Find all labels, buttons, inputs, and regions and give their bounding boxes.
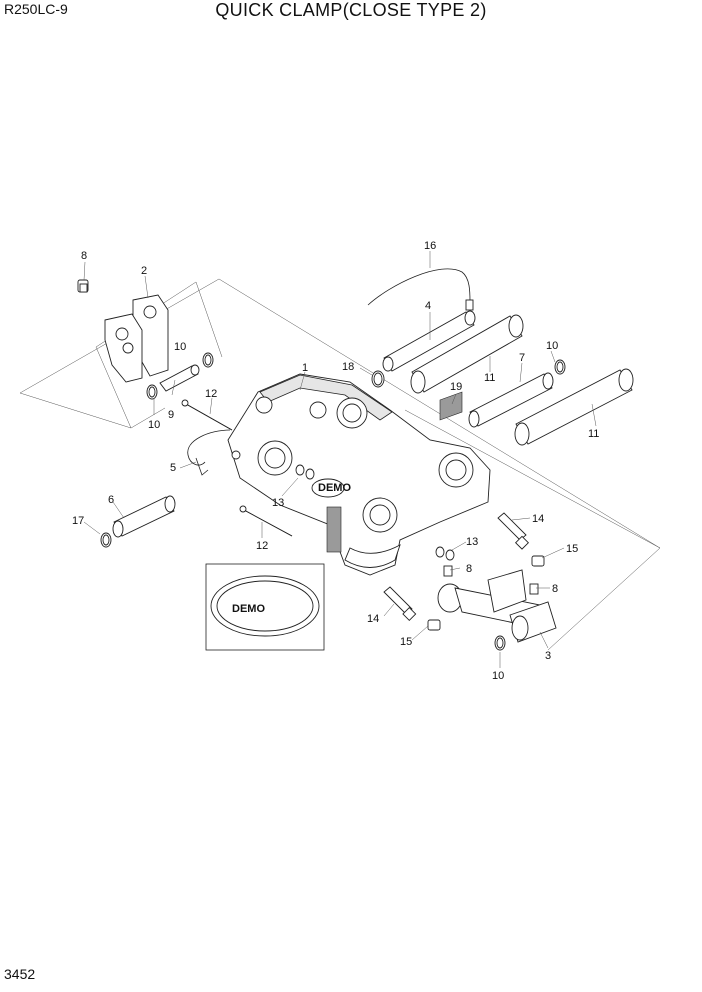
callout-13-a: 13 xyxy=(272,497,284,509)
callout-8-b: 8 xyxy=(466,563,472,575)
washer-13-a xyxy=(295,464,315,480)
callout-4: 4 xyxy=(425,300,431,312)
ring-10-d xyxy=(494,635,506,651)
hook-plates-2 xyxy=(104,294,169,383)
callout-11-b: 11 xyxy=(588,428,599,440)
cylinder-3 xyxy=(437,569,557,643)
callout-8-a: 8 xyxy=(81,250,87,262)
pin-7 xyxy=(468,372,554,428)
cylinder-rod-4 xyxy=(382,310,476,372)
callout-6: 6 xyxy=(108,494,114,506)
pin-9 xyxy=(159,364,200,392)
fitting-15-b xyxy=(427,619,441,631)
body-logo: DEMO xyxy=(311,478,351,498)
page-title: QUICK CLAMP(CLOSE TYPE 2) xyxy=(215,0,487,20)
ring-17 xyxy=(100,532,112,548)
wire-clip-5 xyxy=(187,429,231,476)
bolt-14-b xyxy=(383,586,417,622)
cable-16 xyxy=(367,268,474,311)
leader-lines xyxy=(83,251,597,668)
ring-10-b xyxy=(146,384,158,400)
logo-detail-box: DEMO xyxy=(205,563,325,651)
grease-nipple-8-c xyxy=(529,583,539,595)
fitting-15-a xyxy=(531,555,545,567)
callout-13-b: 13 xyxy=(466,536,478,548)
logo-detail-text: DEMO xyxy=(232,603,265,615)
callout-1: 1 xyxy=(302,362,308,374)
large-pin-11-a xyxy=(410,314,524,394)
bolt-12-b xyxy=(239,505,293,537)
callout-17: 17 xyxy=(72,515,84,527)
svg-text:DEMO: DEMO xyxy=(318,482,351,494)
callout-14-a: 14 xyxy=(532,513,544,525)
callout-2: 2 xyxy=(141,265,147,277)
callout-10-d: 10 xyxy=(492,670,504,682)
callout-10-b: 10 xyxy=(148,419,160,431)
large-pin-11-b xyxy=(514,368,634,446)
bolt-12-a xyxy=(181,399,233,431)
callout-10-a: 10 xyxy=(174,341,186,353)
callout-15-a: 15 xyxy=(566,543,578,555)
callout-16: 16 xyxy=(424,240,436,252)
callout-18: 18 xyxy=(342,361,354,373)
pin-6 xyxy=(112,495,176,538)
callout-10-c: 10 xyxy=(546,340,558,352)
ring-10-c xyxy=(554,359,566,375)
main-body-1 xyxy=(227,373,491,576)
callout-labels: 1 2 3 4 5 6 7 8 8 8 9 10 10 10 10 11 11 … xyxy=(72,240,599,682)
callout-12-b: 12 xyxy=(256,540,268,552)
callout-3: 3 xyxy=(545,650,551,662)
model-label: R250LC-9 xyxy=(4,1,68,17)
grease-nipple-8-b xyxy=(443,565,453,577)
ring-10-a xyxy=(202,352,214,368)
page-number: 3452 xyxy=(4,966,36,982)
callout-11-a: 11 xyxy=(484,372,495,384)
callout-14-b: 14 xyxy=(367,613,379,625)
label-plate-19 xyxy=(439,391,463,421)
callout-8-c: 8 xyxy=(552,583,558,595)
callout-19: 19 xyxy=(450,381,462,393)
washer-13-b xyxy=(435,546,455,561)
ring-18 xyxy=(371,370,385,388)
callout-7: 7 xyxy=(519,352,525,364)
callout-9: 9 xyxy=(168,409,174,421)
bolt-14-a xyxy=(497,512,530,550)
grease-nipple-8 xyxy=(77,279,89,293)
callout-15-b: 15 xyxy=(400,636,412,648)
callout-5: 5 xyxy=(170,462,176,474)
callout-12-a: 12 xyxy=(205,388,217,400)
